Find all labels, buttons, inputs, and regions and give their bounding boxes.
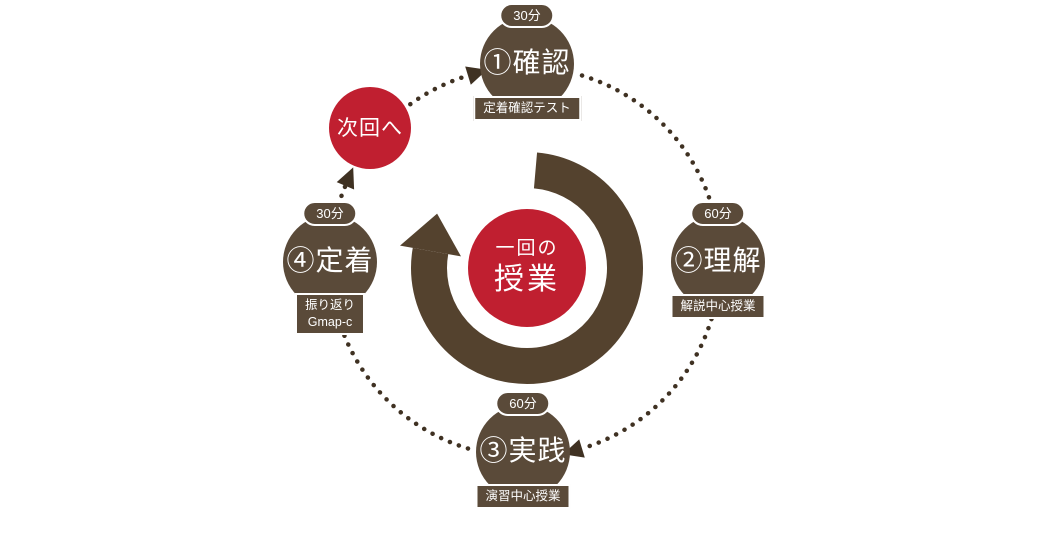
node-subtitle-confirm: 定着確認テスト	[473, 96, 581, 121]
node-title-confirm: ①確認	[483, 48, 571, 79]
node-subtitle-understand: 解説中心授業	[670, 294, 766, 319]
next-step-label: 次回へ	[337, 115, 403, 140]
time-badge-retain: 30分	[302, 201, 358, 226]
node-confirm: 30分 ①確認 定着確認テスト	[473, 3, 581, 121]
time-badge-confirm: 30分	[499, 3, 555, 28]
center-cycle-ring-arrowhead	[400, 213, 461, 257]
dotted-arc-next-to-confirm	[408, 73, 471, 107]
dotted-arc-confirm-to-understand	[579, 73, 714, 208]
node-title-practice: ③実践	[479, 436, 567, 467]
node-subtitle-retain-line2: Gmap-c	[307, 315, 353, 330]
center-label-line1: 一回の	[495, 237, 559, 259]
center-cycle-ring-arrow	[411, 152, 643, 385]
dotted-arc-understand-to-practice	[579, 316, 714, 451]
node-subtitle-practice: 演習中心授業	[475, 484, 571, 509]
node-practice: 60分 ③実践 演習中心授業	[475, 391, 571, 509]
node-understand: 60分 ②理解 解説中心授業	[670, 201, 766, 319]
center-label-line2: 授業	[494, 262, 560, 296]
node-subtitle-retain: 振り返り Gmap-c	[294, 293, 366, 335]
center-circle: 一回の 授業	[468, 209, 586, 327]
dotted-arc-practice-to-retain	[336, 316, 471, 451]
time-badge-practice: 60分	[495, 391, 551, 416]
node-retain: 30分 ④定着 振り返り Gmap-c	[283, 201, 377, 335]
node-title-understand: ②理解	[674, 246, 762, 277]
node-title-retain: ④定着	[286, 246, 374, 277]
arrowhead-to-next	[336, 167, 355, 190]
node-subtitle-retain-line1: 振り返り	[304, 298, 356, 313]
time-badge-understand: 60分	[690, 201, 746, 226]
next-step-circle: 次回へ	[329, 87, 411, 169]
